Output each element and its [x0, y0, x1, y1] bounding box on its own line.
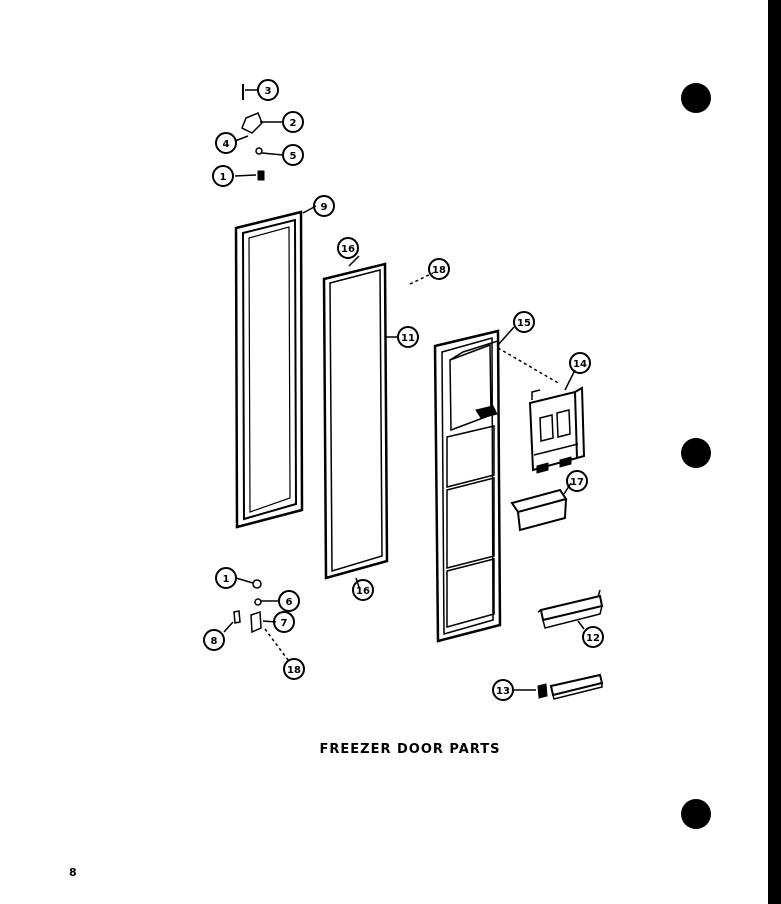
page-edge-bar [768, 0, 781, 904]
part-11-door-liner [322, 262, 389, 580]
part-17-drip-tray [510, 488, 568, 532]
callout-3: 3 [265, 86, 272, 97]
callout-8: 8 [211, 636, 218, 647]
leader-lines [223, 89, 585, 691]
callout-2: 2 [290, 118, 297, 129]
part-14-dispenser-bracket [528, 386, 586, 474]
part-12-trim-bracket [537, 589, 604, 629]
callout-13: 13 [496, 686, 510, 697]
callout-14: 14 [573, 359, 587, 370]
part-9-gasket-frame [234, 210, 304, 529]
diagram-caption: FREEZER DOOR PARTS [319, 742, 501, 757]
callout-12: 12 [586, 633, 600, 644]
callout-1-lower: 1 [223, 574, 230, 585]
callout-9: 9 [321, 202, 328, 213]
callout-7: 7 [281, 618, 288, 629]
binder-hole-top [681, 83, 711, 113]
callout-circles [203, 79, 604, 701]
binder-hole-bottom [681, 799, 711, 829]
binder-hole-middle [681, 438, 711, 468]
callout-18-upper: 18 [432, 265, 446, 276]
callout-1-upper: 1 [220, 172, 227, 183]
callout-6: 6 [286, 597, 293, 608]
callout-16-lower: 16 [356, 586, 370, 597]
part-13-bottom-trim [537, 673, 604, 700]
callout-15: 15 [517, 318, 531, 329]
callout-17: 17 [570, 477, 584, 488]
callout-4: 4 [223, 139, 230, 150]
callout-11: 11 [401, 333, 415, 344]
callout-5: 5 [290, 151, 297, 162]
page-number: 8 [69, 866, 77, 879]
callout-18-lower: 18 [287, 665, 301, 676]
part-15-door-panel [433, 329, 502, 643]
callout-16-upper: 16 [341, 244, 355, 255]
upper-hinge-hardware [241, 84, 265, 181]
lower-hinge-hardware [233, 579, 262, 634]
